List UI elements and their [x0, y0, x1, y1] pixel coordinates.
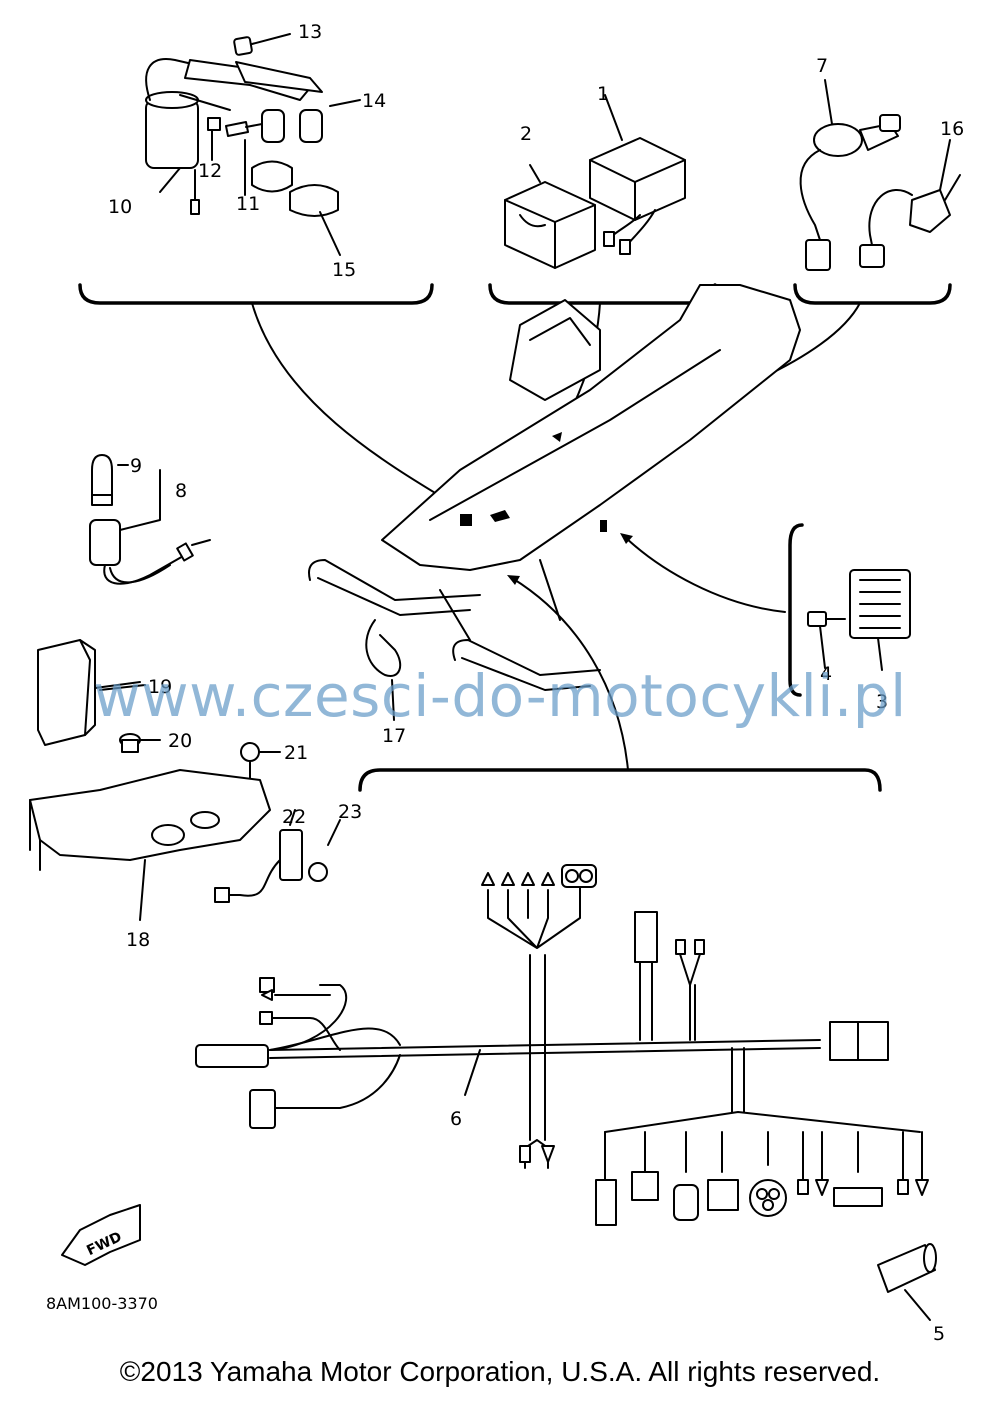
callout-23: 23: [338, 801, 362, 823]
part-callouts: 1 2 3 4 5 6 7 8 9 10 11 12 13 14 15 16 1…: [108, 21, 964, 1345]
callout-11: 11: [236, 193, 260, 215]
regulator-group: [807, 569, 911, 671]
callout-9: 9: [130, 455, 142, 477]
callout-16: 16: [940, 118, 964, 140]
callout-2: 2: [520, 123, 532, 145]
callout-12: 12: [198, 160, 222, 182]
fwd-arrow-icon: FWD: [61, 1204, 141, 1266]
callout-13: 13: [298, 21, 322, 43]
connector-5: [877, 1243, 937, 1321]
callout-14: 14: [362, 90, 386, 112]
callout-19: 19: [148, 676, 172, 698]
wire-harness: [195, 864, 929, 1226]
callout-10: 10: [108, 196, 132, 218]
callout-15: 15: [332, 259, 356, 281]
bracket-fuse-group: [29, 639, 341, 921]
clip-17: [365, 619, 402, 721]
diagram-code: 8AM100-3370: [46, 1294, 158, 1313]
callout-18: 18: [126, 929, 150, 951]
callout-6: 6: [450, 1108, 462, 1130]
callout-1: 1: [597, 83, 609, 105]
callout-3: 3: [876, 691, 888, 713]
watermark-text: www.czesci-do-motocykli.pl: [93, 662, 907, 730]
snowmobile-illustration: [308, 284, 801, 691]
group-brackets: [78, 283, 952, 792]
copyright-notice: ©2013 Yamaha Motor Corporation, U.S.A. A…: [119, 1356, 881, 1387]
callout-leaders: [99, 684, 281, 753]
callout-17: 17: [382, 725, 406, 747]
callout-21: 21: [284, 742, 308, 764]
ignition-coil-group: [145, 33, 361, 256]
tail-light-group: [89, 454, 211, 585]
callout-5: 5: [933, 1323, 945, 1345]
callout-8: 8: [175, 480, 187, 502]
callout-22: 22: [282, 806, 306, 828]
callout-20: 20: [168, 730, 192, 752]
cdi-unit-group: [504, 94, 686, 269]
callout-4: 4: [820, 663, 832, 685]
callout-7: 7: [816, 55, 828, 77]
main-switch-group: [799, 79, 961, 271]
